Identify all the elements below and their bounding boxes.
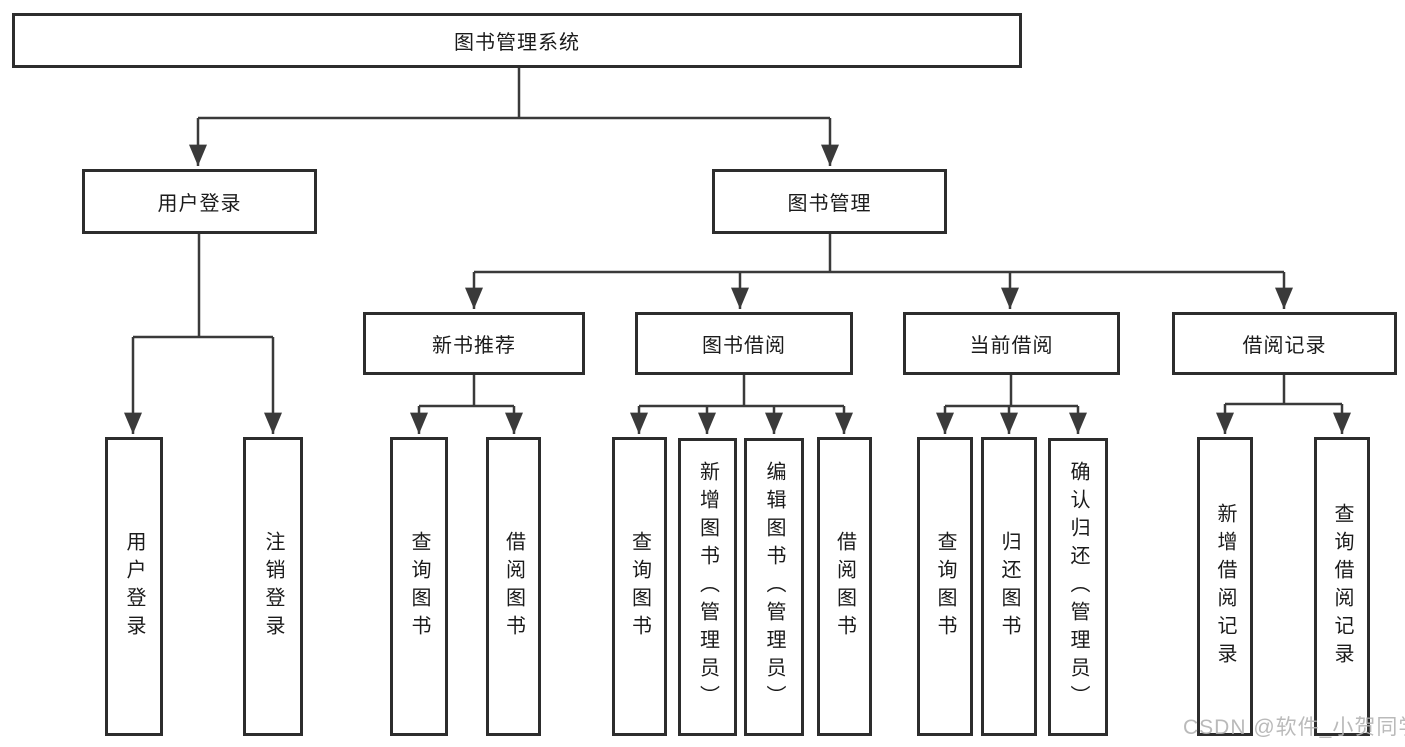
leaf-user-login: 用户登录 <box>105 437 163 736</box>
node-root: 图书管理系统 <box>12 13 1022 68</box>
node-book-borrow: 图书借阅 <box>635 312 853 375</box>
connector-book-borrow-children <box>630 375 853 434</box>
connector-user-login-children <box>124 234 282 434</box>
leaf-borrow-books-2: 借阅图书 <box>817 437 872 736</box>
leaf-query-books-2: 查询图书 <box>612 437 667 736</box>
connector-root-to-level2 <box>189 68 839 166</box>
leaf-query-borrow-record: 查询借阅记录 <box>1314 437 1370 736</box>
node-new-books: 新书推荐 <box>363 312 585 375</box>
node-user-login: 用户登录 <box>82 169 317 234</box>
connector-current-borrow-children <box>936 375 1087 434</box>
leaf-logout: 注销登录 <box>243 437 303 736</box>
connector-new-books-children <box>410 375 523 434</box>
connector-borrow-records-children <box>1216 375 1351 434</box>
leaf-add-book-admin: 新增图书（管理员） <box>678 438 737 736</box>
leaf-borrow-books-1: 借阅图书 <box>486 437 541 736</box>
leaf-add-borrow-record: 新增借阅记录 <box>1197 437 1253 736</box>
connector-book-mgmt-children <box>465 234 1293 309</box>
leaf-return-book: 归还图书 <box>981 437 1037 736</box>
leaf-query-books-3: 查询图书 <box>917 437 973 736</box>
node-book-mgmt: 图书管理 <box>712 169 947 234</box>
node-current-borrow: 当前借阅 <box>903 312 1120 375</box>
leaf-confirm-return-admin: 确认归还（管理员） <box>1048 438 1108 736</box>
node-borrow-records: 借阅记录 <box>1172 312 1397 375</box>
leaf-query-books-1: 查询图书 <box>390 437 448 736</box>
watermark-text: CSDN @软件_小贺同学 <box>1183 716 1405 739</box>
leaf-edit-book-admin: 编辑图书（管理员） <box>744 438 804 736</box>
